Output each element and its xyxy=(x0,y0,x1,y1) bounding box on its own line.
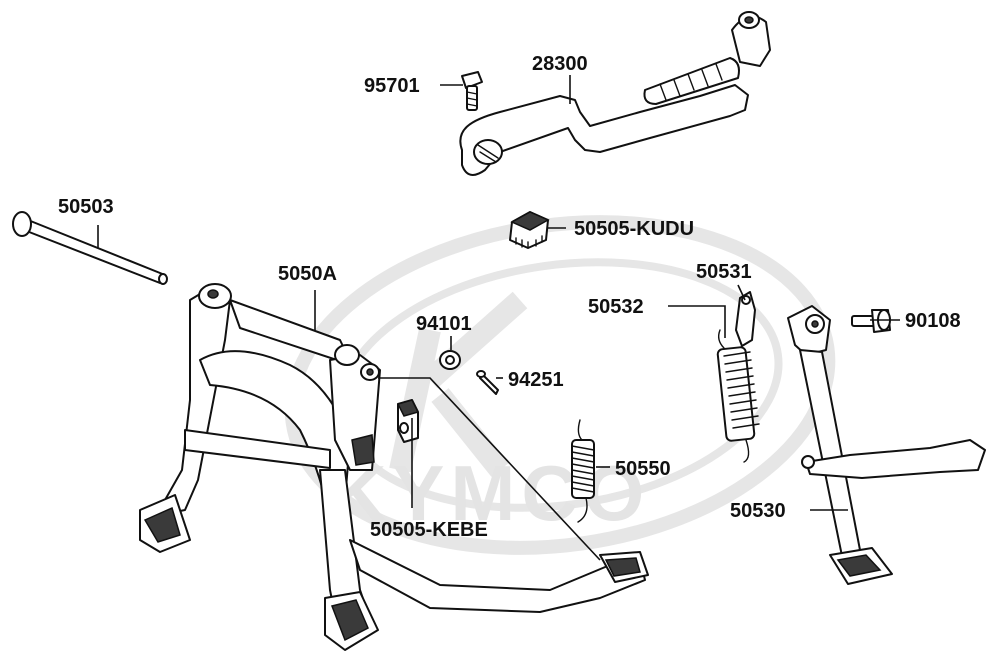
leader-lines xyxy=(97,75,900,561)
part-94251-cotter-pin xyxy=(476,370,499,395)
label-95701: 95701 xyxy=(364,75,420,97)
label-94101: 94101 xyxy=(416,313,472,335)
part-50531-bracket xyxy=(735,291,756,347)
label-90108: 90108 xyxy=(905,310,961,332)
part-50550-spring xyxy=(571,419,595,523)
part-95701-bolt xyxy=(461,71,483,111)
part-50530-side-stand xyxy=(787,305,986,585)
part-5050A-main-stand xyxy=(139,283,649,651)
part-50503-shaft xyxy=(12,211,168,285)
label-50503: 50503 xyxy=(58,196,114,218)
label-50531: 50531 xyxy=(696,261,752,283)
label-50532: 50532 xyxy=(588,296,644,318)
label-50505-kudu: 50505-KUDU xyxy=(574,218,694,240)
part-90108-bolt xyxy=(851,309,891,333)
label-50505-kebe: 50505-KEBE xyxy=(370,519,488,541)
part-50505-kudu-stopper xyxy=(509,211,550,249)
label-5050A: 5050A xyxy=(278,263,337,285)
part-94101-washer xyxy=(439,350,461,370)
part-labels: 95701 28300 50503 50505-KUDU 5050A 50531… xyxy=(58,53,961,541)
part-50532-spring xyxy=(716,329,760,463)
label-94251: 94251 xyxy=(508,369,564,391)
label-50530: 50530 xyxy=(730,500,786,522)
label-28300: 28300 xyxy=(532,53,588,75)
label-50550: 50550 xyxy=(615,458,671,480)
part-50505-kebe-stopper xyxy=(396,399,420,443)
part-28300-kick-lever xyxy=(459,11,771,176)
